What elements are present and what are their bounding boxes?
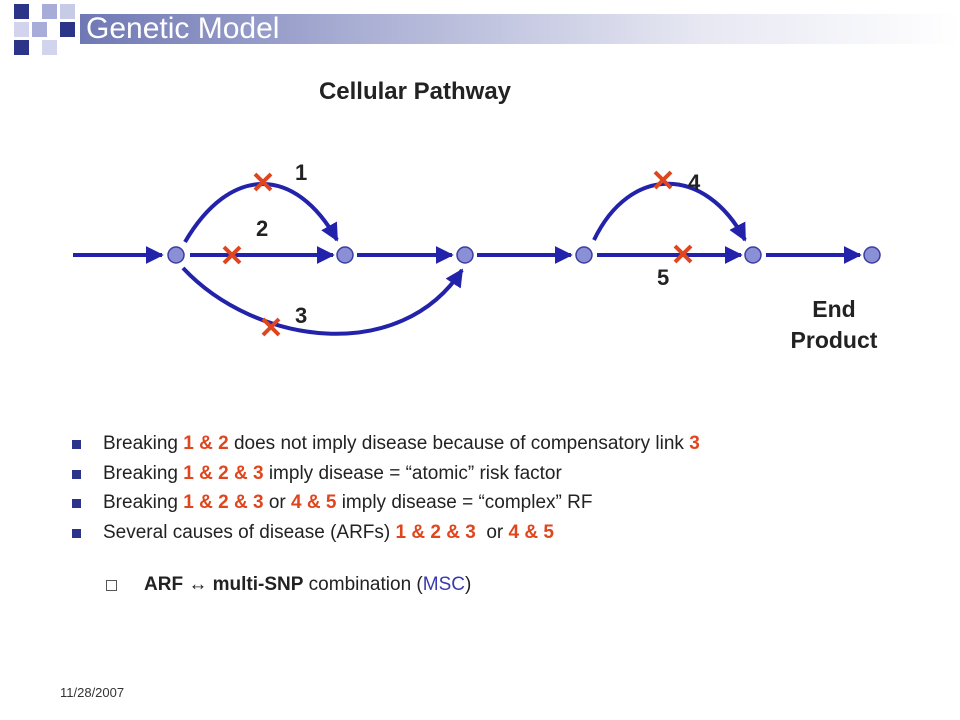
deco-square bbox=[60, 4, 75, 19]
bullet-item: Several causes of disease (ARFs) 1 & 2 &… bbox=[72, 521, 700, 551]
summary-text: combination ( bbox=[303, 574, 423, 595]
deco-square bbox=[42, 4, 57, 19]
bullet-marker bbox=[72, 499, 81, 508]
bullet-marker bbox=[72, 440, 81, 449]
pathway-node bbox=[575, 246, 593, 264]
deco-square bbox=[14, 22, 29, 37]
link-label-5: 5 bbox=[657, 265, 669, 290]
link-label-3: 3 bbox=[295, 303, 307, 328]
deco-square bbox=[32, 22, 47, 37]
bullet-item: Breaking 1 & 2 does not imply disease be… bbox=[72, 432, 700, 462]
deco-square bbox=[14, 40, 29, 55]
summary-line: ARF ↔ multi-SNP combination (MSC) bbox=[106, 574, 471, 596]
break-mark-5 bbox=[673, 244, 693, 264]
summary-multi-snp: multi-SNP bbox=[212, 574, 304, 595]
summary-arrow: ↔ bbox=[188, 574, 208, 595]
arrow-link-3 bbox=[181, 266, 464, 336]
footer-date: 11/28/2007 bbox=[60, 685, 125, 700]
bullet-list: Breaking 1 & 2 does not imply disease be… bbox=[72, 432, 700, 550]
deco-square bbox=[42, 40, 57, 55]
title-bar bbox=[80, 14, 960, 44]
deco-square bbox=[60, 22, 75, 37]
checkbox-bullet-icon bbox=[106, 580, 117, 591]
summary-msc: MSC bbox=[422, 574, 465, 595]
link-label-4: 4 bbox=[688, 170, 701, 195]
deco-square bbox=[14, 4, 29, 19]
bullet-marker bbox=[72, 469, 81, 479]
diagram-title: Cellular Pathway bbox=[318, 78, 512, 105]
break-mark-3 bbox=[261, 317, 281, 337]
summary-arf: ARF bbox=[144, 574, 184, 595]
pathway-node bbox=[744, 246, 762, 264]
bullet-item: Breaking 1 & 2 & 3 or 4 & 5 imply diseas… bbox=[72, 491, 700, 521]
bullet-item: Breaking 1 & 2 & 3 imply disease = “atom… bbox=[72, 462, 700, 492]
break-mark-2 bbox=[222, 245, 242, 265]
arrow-link-4 bbox=[592, 181, 747, 242]
end-product-label-line2: Product bbox=[791, 327, 878, 353]
link-label-2: 2 bbox=[256, 216, 268, 241]
break-mark-1 bbox=[253, 172, 273, 192]
break-mark-4 bbox=[653, 170, 673, 190]
pathway-node bbox=[456, 246, 474, 264]
page-title: Genetic Model bbox=[86, 12, 280, 45]
pathway-node bbox=[167, 246, 185, 264]
pathway-node bbox=[863, 246, 881, 264]
link-label-1: 1 bbox=[295, 160, 307, 185]
end-product-label-line1: End bbox=[812, 296, 855, 322]
bullet-marker bbox=[72, 528, 81, 538]
summary-close: ) bbox=[464, 574, 472, 595]
pathway-node bbox=[336, 246, 354, 264]
